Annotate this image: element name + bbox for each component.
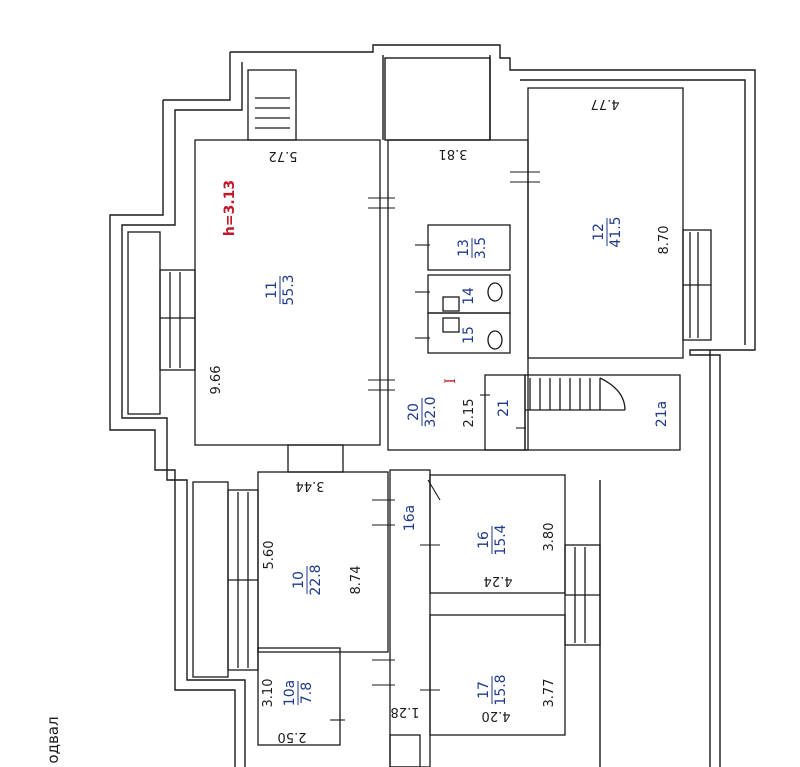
room-21a-number: 21a [654,401,670,427]
room-10-number: 10 [291,571,307,589]
room-10 [257,471,389,653]
dim-377: 3.77 [542,679,557,708]
dim-424: 4.24 [484,573,513,588]
room-20-area: 32.0 [423,396,439,427]
room-20-number: 20 [406,403,422,421]
toilet-14 [487,282,503,302]
dim-250: 2.50 [278,729,307,744]
window-pit-10 [192,481,229,678]
stairs-21a [525,377,626,411]
dim-420: 4.20 [482,708,511,723]
dim-215: 2.15 [462,399,477,428]
room-16-area: 15.4 [493,524,509,555]
rooms-walls [127,69,712,767]
room-12 [527,87,684,359]
room-13 [427,224,511,271]
entrance-mark: I [443,378,459,384]
dim-572: 5.72 [269,148,298,163]
passage-11-10 [287,444,344,473]
height-note: h=3.13 [222,180,238,236]
room-16a-number: 16a [402,505,418,531]
room-15 [427,312,511,354]
room-10a-area: 7.8 [299,682,315,704]
basement-label: одвал [44,716,62,763]
outer-contour [109,44,756,767]
room-12-area: 41.5 [608,216,624,247]
door-markers [330,171,540,721]
room-17-area: 15.8 [493,674,509,705]
dim-477: 4.77 [591,96,620,111]
room-13-area: 3.5 [473,237,489,259]
room-17-number: 17 [476,681,492,699]
room-11-area: 55.3 [281,274,297,305]
room-16-number: 16 [476,531,492,549]
room-21-number: 21 [496,399,512,417]
corridor-16a [389,469,431,767]
room-12-number: 12 [591,223,607,241]
room-13-number: 13 [456,239,472,257]
dim-344: 3.44 [296,478,325,493]
dim-128: 1.28 [391,704,420,719]
sink-15 [442,317,460,333]
room-11-number: 11 [264,281,280,299]
dim-380: 3.80 [542,523,557,552]
room-21a [524,374,681,451]
dim-381: 3.81 [439,146,468,161]
stairs-top-center [384,57,491,141]
room-labels: 11 55.3 12 41.5 13 3.5 14 15 20 32.0 21 [264,216,670,706]
toilet-15 [487,330,503,350]
dim-870: 8.70 [657,226,672,255]
stairs-room-11 [247,69,297,141]
room-10-area: 22.8 [308,564,324,595]
room-10a-number: 10a [282,680,298,706]
window-pit-left [127,231,161,415]
dim-966: 9.66 [209,366,224,395]
stairs-bottom [389,734,421,767]
dimension-labels: 5.72 3.81 4.77 9.66 8.70 2.15 3.44 5.60 … [209,96,672,744]
sink-14 [442,296,460,312]
room-14-number: 14 [461,287,477,305]
dim-310: 3.10 [261,679,276,708]
room-10a [257,647,341,746]
dim-874: 8.74 [349,566,364,595]
stairs-left-11 [159,269,196,371]
room-15-number: 15 [461,326,477,344]
dim-560: 5.60 [262,541,277,570]
